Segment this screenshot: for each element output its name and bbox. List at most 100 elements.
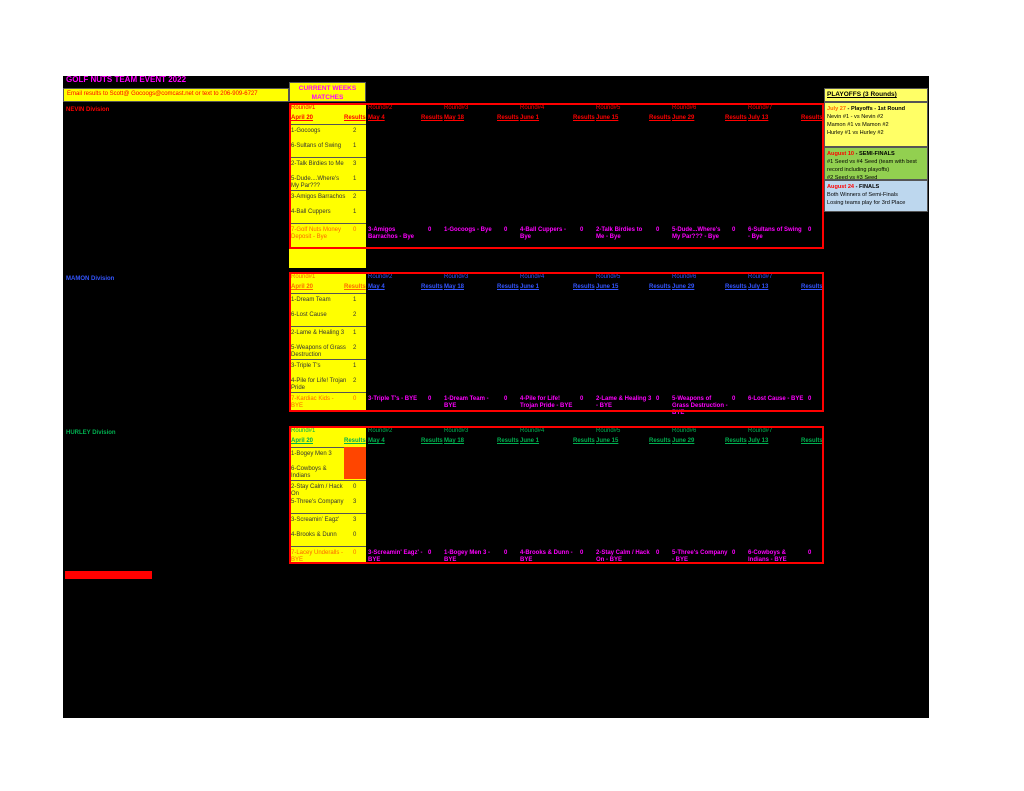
- team-score[interactable]: 1: [353, 363, 357, 369]
- round-date[interactable]: June 15: [596, 284, 619, 290]
- team-score[interactable]: 0: [353, 484, 357, 490]
- bye-entry-score[interactable]: 0: [580, 227, 584, 233]
- results-link[interactable]: Results: [649, 115, 671, 121]
- round-date[interactable]: July 13: [748, 438, 769, 444]
- round-date[interactable]: May 4: [368, 438, 385, 444]
- team-score[interactable]: 0: [353, 532, 357, 538]
- team-score[interactable]: 2: [353, 128, 357, 134]
- results-link[interactable]: Results: [497, 438, 519, 444]
- round-date[interactable]: May 18: [444, 115, 465, 121]
- bye-entry-score[interactable]: 0: [808, 550, 812, 556]
- round-date[interactable]: June 1: [520, 438, 540, 444]
- bye-entry-score[interactable]: 0: [656, 396, 660, 402]
- round-label: Round#2: [368, 274, 393, 280]
- bye-entry-score[interactable]: 0: [580, 396, 584, 402]
- round-date[interactable]: April 20: [291, 115, 314, 121]
- results-link[interactable]: Results: [344, 284, 366, 290]
- team-score[interactable]: 2: [353, 378, 357, 384]
- bye-entry: 6-Lost Cause - BYE: [748, 396, 804, 402]
- round-date[interactable]: June 1: [520, 284, 540, 290]
- round-date[interactable]: July 13: [748, 284, 769, 290]
- team-score[interactable]: 3: [353, 517, 357, 523]
- results-link[interactable]: Results: [344, 115, 366, 121]
- team-score[interactable]: 1: [353, 330, 357, 336]
- team-name: 1-Bogey Men 3: [291, 451, 332, 457]
- round-date[interactable]: June 1: [520, 115, 540, 121]
- results-link[interactable]: Results: [725, 115, 747, 121]
- playoffs-panel: PLAYOFFS (3 Rounds) July 27 - Playoffs -…: [824, 88, 928, 212]
- bye-entry-score[interactable]: 0: [656, 227, 660, 233]
- results-link[interactable]: Results: [725, 284, 747, 290]
- bye-score: 0: [353, 550, 357, 556]
- results-link[interactable]: Results: [573, 115, 595, 121]
- team-name: 4-Pile for Life! Trojan Pride: [291, 378, 347, 391]
- bye-entry-score[interactable]: 0: [580, 550, 584, 556]
- bye-entry-score[interactable]: 0: [504, 396, 508, 402]
- team-name: 4-Ball Cuppers: [291, 209, 331, 215]
- round-date[interactable]: June 29: [672, 284, 695, 290]
- bye-entry-score[interactable]: 0: [732, 227, 736, 233]
- bye-entry: 5-Three's Company - BYE: [672, 550, 728, 563]
- round-label: Round#6: [672, 105, 697, 111]
- team-score[interactable]: 2: [353, 345, 357, 351]
- row-divider: [289, 359, 366, 360]
- bye-entry-score[interactable]: 0: [808, 396, 812, 402]
- row-divider: [289, 480, 366, 481]
- row-divider: [289, 124, 366, 125]
- r1-line: Nevin #1 - vs Nevin #2: [827, 114, 884, 120]
- bye-entry-score[interactable]: 0: [808, 227, 812, 233]
- bye-entry-score[interactable]: 0: [732, 550, 736, 556]
- round-date[interactable]: June 15: [596, 115, 619, 121]
- results-link[interactable]: Results: [573, 284, 595, 290]
- round-date[interactable]: April 20: [291, 284, 314, 290]
- bye-entry-score[interactable]: 0: [504, 227, 508, 233]
- round-date[interactable]: July 13: [748, 115, 769, 121]
- email-instructions: Email results to Scott@ Gocoogs@comcast.…: [63, 88, 289, 102]
- round-date[interactable]: May 4: [368, 284, 385, 290]
- results-link[interactable]: Results: [725, 438, 747, 444]
- team-score[interactable]: 3: [353, 499, 357, 505]
- results-link[interactable]: Results: [497, 115, 519, 121]
- results-link[interactable]: Results: [421, 284, 443, 290]
- team-score[interactable]: 2: [353, 194, 357, 200]
- bye-entry-score[interactable]: 0: [656, 550, 660, 556]
- bye-entry-score[interactable]: 0: [428, 396, 432, 402]
- bye-entry: 2-Talk Birdies to Me - Bye: [596, 227, 643, 240]
- current-week-column: [289, 272, 366, 412]
- team-score[interactable]: 2: [353, 312, 357, 318]
- bye-team: 7-Kardiac Kids - BYE: [291, 396, 334, 409]
- round-date[interactable]: April 20: [291, 438, 314, 444]
- results-link[interactable]: Results: [421, 115, 443, 121]
- results-link[interactable]: Results: [649, 284, 671, 290]
- bye-entry-score[interactable]: 0: [428, 227, 432, 233]
- round-date[interactable]: May 18: [444, 438, 465, 444]
- results-link[interactable]: Results: [801, 284, 823, 290]
- row-divider: [289, 293, 366, 294]
- results-link[interactable]: Results: [344, 438, 366, 444]
- team-score[interactable]: 1: [353, 176, 357, 182]
- team-name: 1-Gocoogs: [291, 128, 321, 134]
- r1-line: Mamon #1 vs Mamon #2: [827, 122, 889, 128]
- results-link[interactable]: Results: [421, 438, 443, 444]
- team-score[interactable]: 3: [353, 161, 357, 167]
- r3-label: - FINALS: [854, 184, 880, 190]
- round-date[interactable]: May 4: [368, 115, 385, 121]
- results-link[interactable]: Results: [649, 438, 671, 444]
- bye-entry-score[interactable]: 0: [732, 396, 736, 402]
- results-link[interactable]: Results: [497, 284, 519, 290]
- results-link[interactable]: Results: [573, 438, 595, 444]
- results-link[interactable]: Results: [801, 115, 823, 121]
- round-date[interactable]: May 18: [444, 284, 465, 290]
- round-date[interactable]: June 29: [672, 115, 695, 121]
- bye-entry-score[interactable]: 0: [504, 550, 508, 556]
- results-link[interactable]: Results: [801, 438, 823, 444]
- row-divider: [289, 190, 366, 191]
- r3-line: Losing teams play for 3rd Place: [827, 200, 906, 206]
- team-score[interactable]: 1: [353, 297, 357, 303]
- team-score[interactable]: 1: [353, 209, 357, 215]
- round-date[interactable]: June 15: [596, 438, 619, 444]
- bye-entry: 5-Weapons of Grass Destruction - BYE: [672, 396, 728, 416]
- bye-entry-score[interactable]: 0: [428, 550, 432, 556]
- team-score[interactable]: 1: [353, 143, 357, 149]
- round-date[interactable]: June 29: [672, 438, 695, 444]
